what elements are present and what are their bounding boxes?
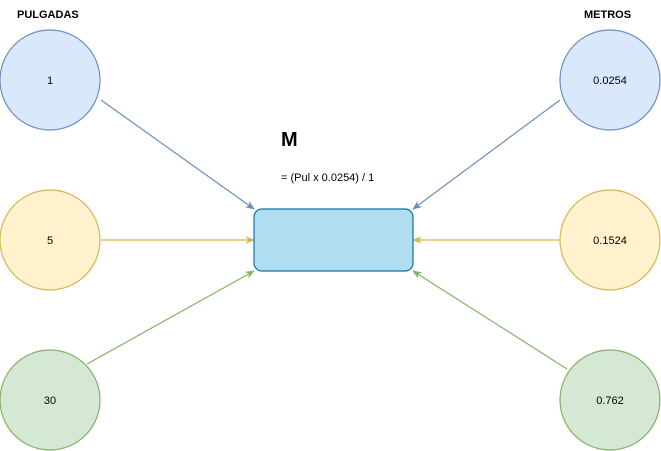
meters-node-3[interactable] (559, 349, 661, 451)
meters-value-3: 0.762 (596, 395, 624, 407)
converter-box[interactable] (253, 208, 414, 272)
meters-header: METROS (584, 9, 632, 21)
input-arrow-3 (86, 270, 255, 365)
meters-node-2[interactable] (559, 189, 661, 291)
output-arrow-3 (412, 270, 568, 370)
converter-title: M (281, 129, 298, 151)
inches-node-1[interactable] (0, 29, 101, 131)
output-arrow-1 (412, 99, 561, 210)
inches-value-1: 1 (47, 75, 53, 87)
inches-node-3[interactable] (0, 349, 101, 451)
inches-node-2[interactable] (0, 189, 101, 291)
inches-value-3: 30 (44, 395, 56, 407)
meters-node-1[interactable] (559, 29, 661, 131)
converter-formula: = (Pul x 0.0254) / 1 (281, 172, 375, 184)
meters-value-2: 0.1524 (593, 235, 627, 247)
meters-value-1: 0.0254 (593, 75, 627, 87)
input-arrow-1 (100, 99, 255, 210)
inches-header: PULGADAS (17, 9, 79, 21)
inches-value-2: 5 (47, 235, 53, 247)
